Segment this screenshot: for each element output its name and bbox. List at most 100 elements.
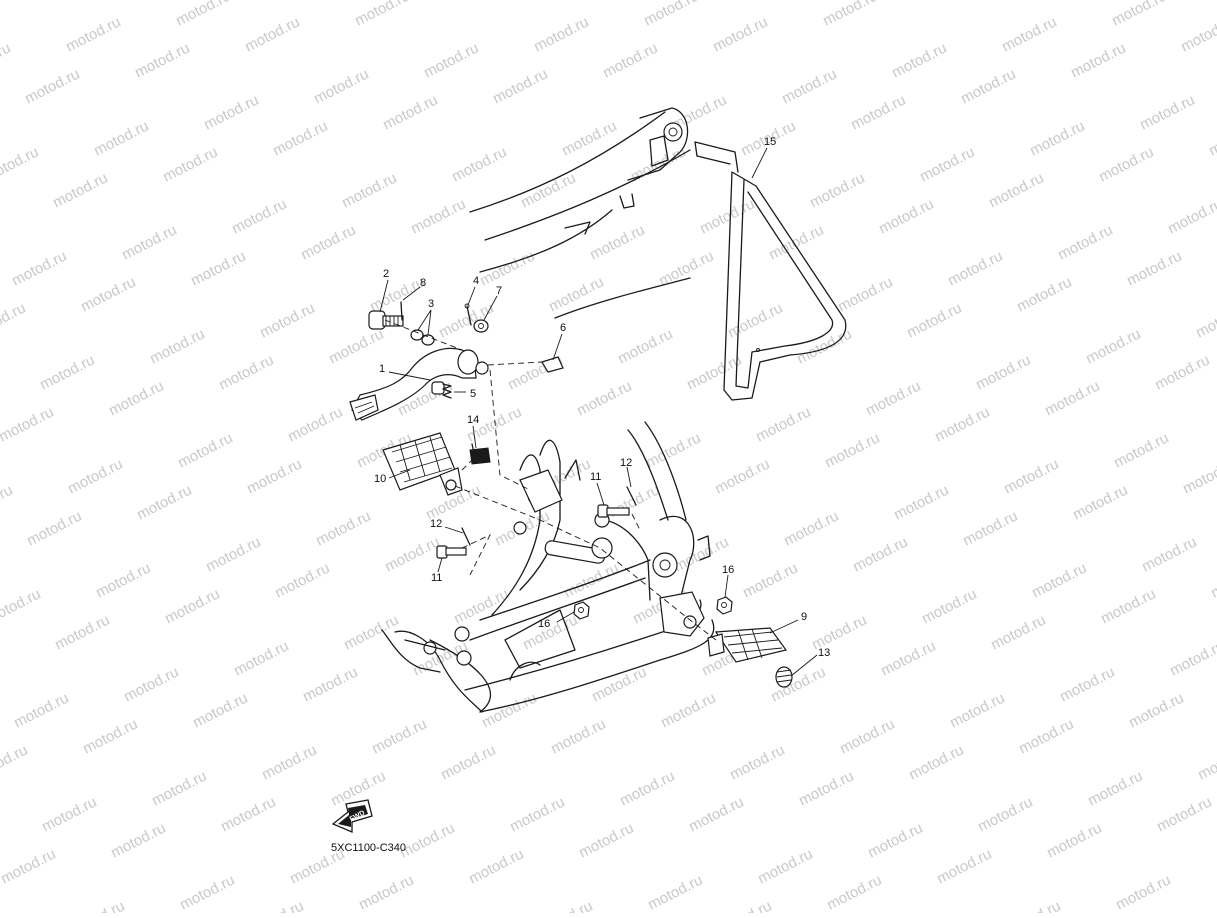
watermark-text: motod.ru [641, 0, 701, 30]
watermark-text: motod.ru [0, 586, 44, 628]
watermark-text: motod.ru [766, 222, 826, 264]
part-spring-14 [469, 443, 491, 465]
watermark-text: motod.ru [576, 820, 636, 862]
watermark-text: motod.ru [177, 872, 237, 913]
watermark-text: motod.ru [231, 638, 291, 680]
watermark-text: motod.ru [0, 300, 29, 342]
callout-1: 1 [379, 363, 385, 375]
watermark-text: motod.ru [822, 430, 882, 472]
watermark-text: motod.ru [218, 794, 278, 836]
watermark-text: motod.ru [850, 534, 910, 576]
watermark-text: motod.ru [162, 586, 222, 628]
callout-11a: 11 [590, 471, 601, 483]
watermark-text: motod.ru [134, 482, 194, 524]
watermark-text: motod.ru [244, 456, 304, 498]
watermark-text: motod.ru [397, 820, 457, 862]
watermark-text: motod.ru [934, 846, 994, 888]
watermark-text: motod.ru [1029, 560, 1089, 602]
watermark-text: motod.ru [686, 794, 746, 836]
watermark-text: motod.ru [22, 66, 82, 108]
watermark-text: motod.ru [65, 456, 125, 498]
callout-16a: 16 [538, 618, 550, 630]
watermark-text: motod.ru [313, 508, 373, 550]
watermark-text: motod.ru [108, 820, 168, 862]
watermark-text: motod.ru [466, 846, 526, 888]
watermark-text: motod.ru [149, 768, 209, 810]
watermark-text: motod.ru [0, 638, 3, 680]
watermark-text: motod.ru [988, 612, 1048, 654]
watermark-text: motod.ru [712, 456, 772, 498]
watermark-text: motod.ru [947, 690, 1007, 732]
part-nut-16a [573, 601, 590, 620]
watermark-text: motod.ru [906, 742, 966, 784]
callout-5: 5 [470, 388, 476, 400]
part-pin-12b [461, 527, 471, 546]
watermark-text: motod.ru [975, 794, 1035, 836]
watermark-text: motod.ru [78, 274, 138, 316]
watermark-text: motod.ru [658, 690, 718, 732]
watermark-text: motod.ru [932, 404, 992, 446]
part-plug-6 [541, 356, 564, 373]
watermark-text: motod.ru [229, 196, 289, 238]
watermark-text: motod.ru [779, 66, 839, 108]
watermark-text: motod.ru [1003, 898, 1063, 913]
watermark-text: motod.ru [259, 742, 319, 784]
watermark-text: motod.ru [1083, 326, 1143, 368]
watermark-text: motod.ru [1206, 118, 1217, 160]
watermark-text: motod.ru [1113, 872, 1173, 913]
drawing-code: 5XC1100-C340 [331, 842, 406, 854]
watermark-text: motod.ru [0, 742, 31, 784]
watermark-text: motod.ru [714, 898, 774, 913]
watermark-text: motod.ru [848, 92, 908, 134]
watermark-text: motod.ru [11, 690, 71, 732]
watermark-text: motod.ru [300, 664, 360, 706]
watermark-text: motod.ru [352, 0, 412, 30]
part-bolt-11b [436, 545, 467, 559]
watermark-text: motod.ru [1001, 456, 1061, 498]
callout-14: 14 [467, 414, 479, 426]
watermark-text: motod.ru [449, 144, 509, 186]
watermark-text: motod.ru [341, 612, 401, 654]
watermark-text: motod.ru [1070, 482, 1130, 524]
watermark-text: motod.ru [628, 144, 688, 186]
watermark-text: motod.ru [945, 248, 1005, 290]
watermark-text: motod.ru [973, 352, 1033, 394]
watermark-text: motod.ru [190, 690, 250, 732]
leader-lines [379, 147, 818, 677]
part-cotter-4 [466, 305, 472, 326]
watermark-text: motod.ru [684, 352, 744, 394]
watermark-text: motod.ru [160, 144, 220, 186]
part-spring-13 [775, 666, 793, 688]
watermark-text: motod.ru [878, 638, 938, 680]
assembly-lines [384, 319, 717, 641]
watermark-text: motod.ru [755, 846, 815, 888]
part-stand [694, 141, 847, 401]
watermark-text: motod.ru [725, 300, 785, 342]
watermark-text: motod.ru [889, 40, 949, 82]
watermark-text: motod.ru [0, 482, 16, 524]
part-washer-7 [473, 319, 489, 333]
watermark-text: motod.ru [999, 14, 1059, 56]
watermark-text: motod.ru [1111, 430, 1171, 472]
watermark-text: motod.ru [147, 326, 207, 368]
watermark-text: motod.ru [382, 534, 442, 576]
watermark-text: motod.ru [216, 352, 276, 394]
part-washer-3a [410, 329, 424, 341]
watermark-text: motod.ru [1014, 274, 1074, 316]
callout-13: 13 [818, 647, 830, 659]
watermark-text: motod.ru [930, 0, 990, 4]
watermark-text: motod.ru [820, 0, 880, 30]
watermark-text: motod.ru [1068, 40, 1128, 82]
watermark-text: motod.ru [587, 222, 647, 264]
watermark-text: motod.ru [1016, 716, 1076, 758]
watermark-text: motod.ru [37, 352, 97, 394]
part-bolt-2 [368, 310, 404, 330]
watermark-text: motod.ru [727, 742, 787, 784]
watermark-text: motod.ru [546, 274, 606, 316]
watermark-text: motod.ru [917, 144, 977, 186]
watermark-text: motod.ru [615, 326, 675, 368]
watermark-text: motod.ru [1042, 378, 1102, 420]
watermark-text: motod.ru [91, 118, 151, 160]
callout-16b: 16 [722, 564, 734, 576]
